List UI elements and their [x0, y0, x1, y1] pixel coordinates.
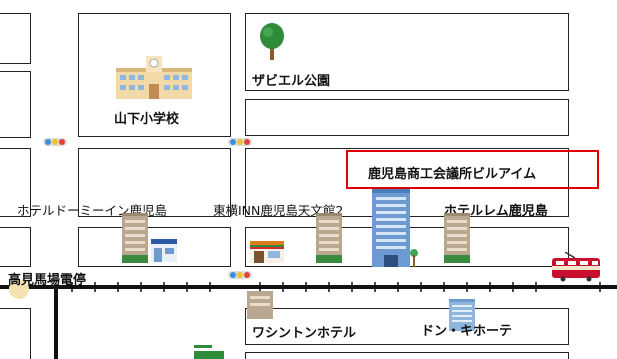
label-toyoko-inn[interactable]: 東横INN鹿児島天文館2: [213, 203, 344, 218]
hotel-building-icon[interactable]: [314, 211, 344, 263]
city-block: [245, 308, 569, 345]
station-marker-icon: [8, 278, 30, 300]
hotel-building-icon[interactable]: [245, 289, 275, 319]
city-block: [245, 13, 569, 91]
city-block: [78, 148, 231, 217]
traffic-light-icon: [43, 137, 67, 147]
shop-icon[interactable]: [150, 236, 178, 262]
label-yamashita-school[interactable]: 山下小学校: [114, 112, 180, 127]
city-block: [0, 148, 31, 217]
tram-icon[interactable]: [551, 252, 601, 282]
school-icon[interactable]: [116, 54, 192, 99]
traffic-light-icon: [228, 270, 252, 280]
label-station[interactable]: 高見馬場電停: [8, 273, 87, 288]
tree-icon[interactable]: [259, 22, 285, 60]
traffic-light-icon: [228, 137, 252, 147]
city-block: [0, 308, 31, 359]
highlight-box: [346, 150, 599, 189]
label-xavier-park[interactable]: ザビエル公園: [252, 74, 331, 89]
green-marker-icon: [194, 343, 226, 359]
rail-ties: [71, 282, 601, 292]
label-chamber-building[interactable]: 鹿児島商工会議所ビルアイム: [368, 167, 537, 182]
city-block: [245, 352, 569, 359]
city-block: [0, 227, 31, 267]
city-block: [245, 99, 569, 136]
tram-rail-branch: [54, 286, 58, 359]
label-donki[interactable]: ドン・キホーテ: [421, 324, 513, 339]
office-building-icon[interactable]: [370, 185, 418, 267]
hotel-building-icon[interactable]: [442, 211, 472, 263]
convenience-store-icon[interactable]: [249, 239, 285, 263]
tram-rail-line: [0, 285, 617, 289]
hotel-building-icon[interactable]: [120, 211, 150, 263]
city-block: [0, 71, 31, 138]
office-building-icon[interactable]: [447, 297, 477, 331]
city-block: [0, 13, 31, 64]
label-washington-hotel[interactable]: ワシントンホテル: [252, 326, 357, 341]
